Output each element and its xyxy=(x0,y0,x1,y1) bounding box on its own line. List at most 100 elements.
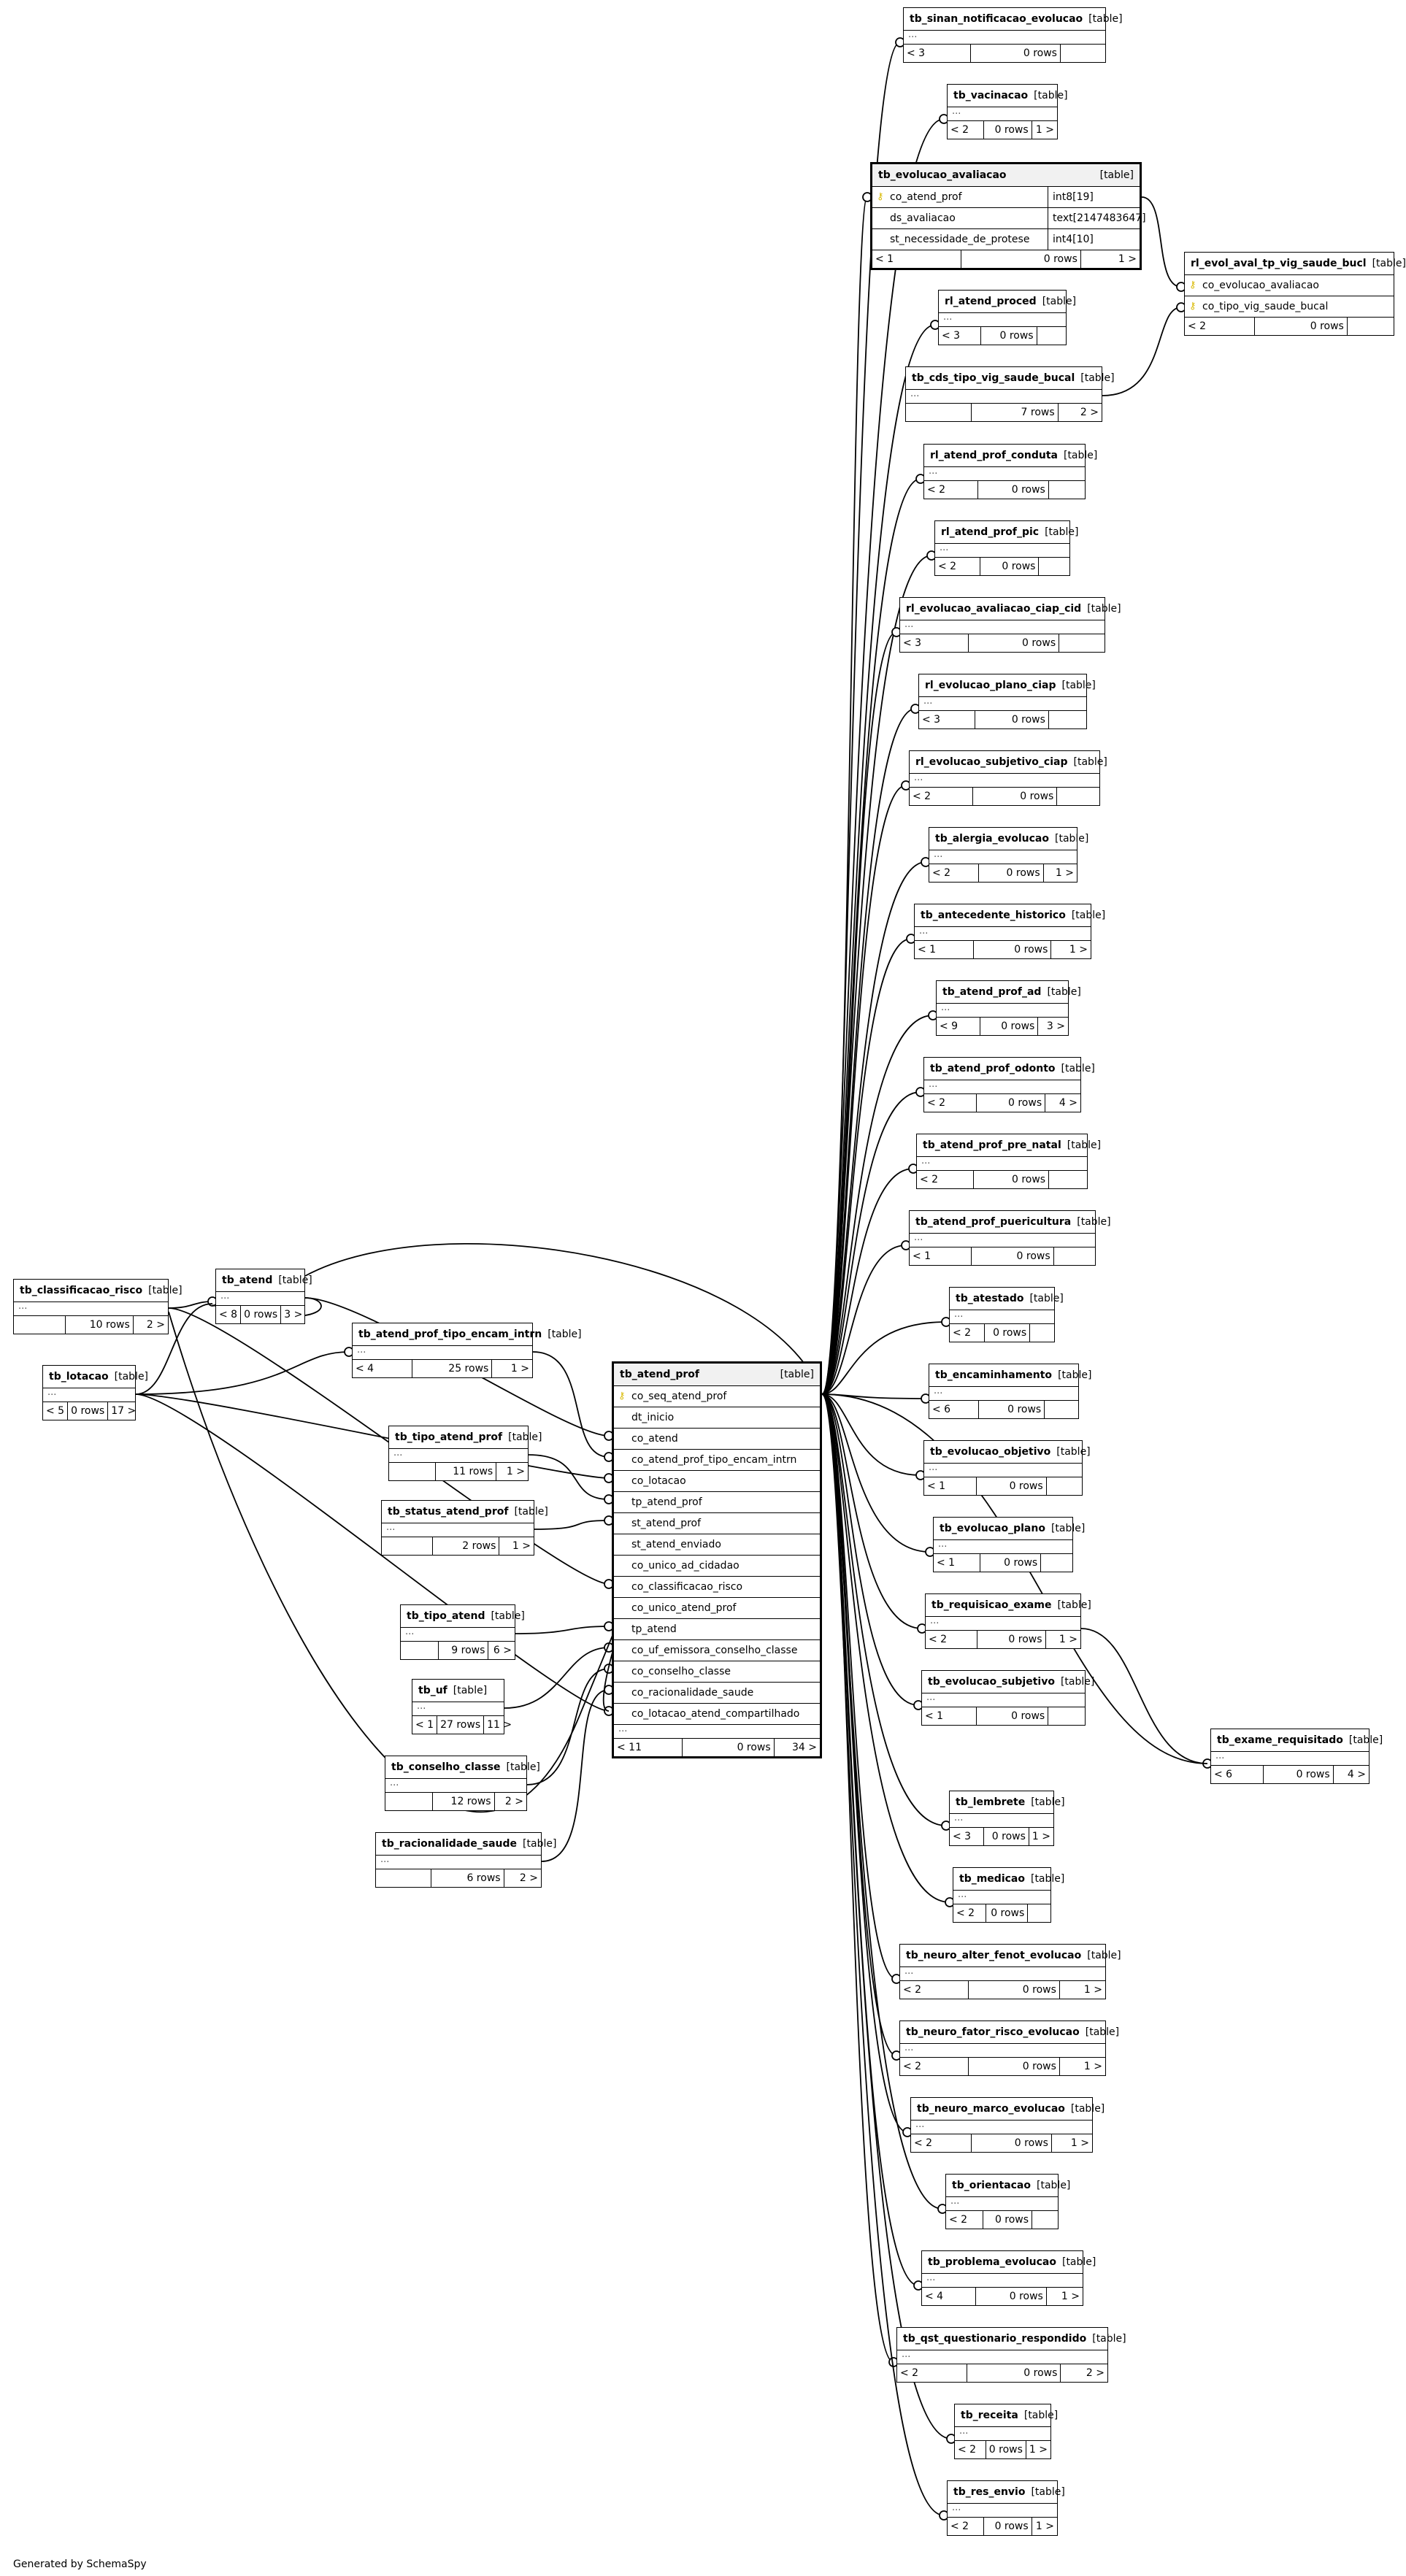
column-co-evolucao-avaliacao[interactable]: ⚷co_evolucao_avaliacao xyxy=(1185,275,1394,296)
table-name: tb_evolucao_plano xyxy=(940,1523,1045,1534)
table-tb-evolucao-avaliacao[interactable]: tb_evolucao_avaliacao[table]⚷co_atend_pr… xyxy=(870,162,1146,270)
table-header: tb_neuro_marco_evolucao[table] xyxy=(911,2098,1105,2121)
column-co-uf-emissora-conselho-classe[interactable]: co_uf_emissora_conselho_classe xyxy=(614,1640,820,1661)
table-name: tb_encaminhamento xyxy=(935,1369,1053,1381)
table-name: rl_evol_aval_tp_vig_saude_bucl xyxy=(1191,258,1367,269)
table-type-label: [table] xyxy=(1031,2486,1065,2498)
table-tb-qst-questionario-respondido[interactable]: tb_qst_questionario_respondido[table]...… xyxy=(896,2327,1126,2383)
column-co-seq-atend-prof[interactable]: ⚷co_seq_atend_prof xyxy=(614,1386,820,1407)
column-co-atend-prof-tipo-encam-intrn[interactable]: co_atend_prof_tipo_encam_intrn xyxy=(614,1450,820,1471)
row-count: 0 rows xyxy=(977,1477,1047,1495)
table-tb-cds-tipo-vig-saude-bucal[interactable]: tb_cds_tipo_vig_saude_bucal[table]...7 r… xyxy=(905,366,1115,422)
table-tb-neuro-fator-risco-evolucao[interactable]: tb_neuro_fator_risco_evolucao[table]...<… xyxy=(899,2021,1119,2076)
table-name: tb_receita xyxy=(961,2410,1018,2421)
parent-count: < 5 xyxy=(43,1402,69,1420)
column-co-lotacao-atend-compartilhado[interactable]: co_lotacao_atend_compartilhado xyxy=(614,1704,820,1725)
table-tb-neuro-alter-fenot-evolucao[interactable]: tb_neuro_alter_fenot_evolucao[table]...<… xyxy=(899,1944,1121,1999)
column-co-racionalidade-saude[interactable]: co_racionalidade_saude xyxy=(614,1683,820,1704)
column-co-classificacao-risco[interactable]: co_classificacao_risco xyxy=(614,1577,820,1598)
table-ellipsis: ... xyxy=(955,2426,1050,2441)
table-ellipsis: ... xyxy=(915,926,1091,941)
parent-count: < 1 xyxy=(412,1716,438,1734)
column-co-lotacao[interactable]: co_lotacao xyxy=(614,1471,820,1492)
column-st-atend-enviado[interactable]: st_atend_enviado xyxy=(614,1534,820,1556)
table-rl-evolucao-avaliacao-ciap-cid[interactable]: rl_evolucao_avaliacao_ciap_cid[table]...… xyxy=(899,597,1121,653)
parent-count: < 3 xyxy=(904,45,972,62)
child-count: 1 > xyxy=(1032,1831,1050,1842)
column-st-atend-prof[interactable]: st_atend_prof xyxy=(614,1513,820,1534)
column-co-unico-atend-prof[interactable]: co_unico_atend_prof xyxy=(614,1598,820,1619)
column-co-unico-ad-cidadao[interactable]: co_unico_ad_cidadao xyxy=(614,1556,820,1577)
table-name: tb_tipo_atend_prof xyxy=(395,1431,503,1443)
relationship-line xyxy=(821,938,912,1395)
table-type-label: [table] xyxy=(1023,2410,1059,2421)
column-name: co_atend_prof xyxy=(890,191,962,203)
table-header: tb_alergia_evolucao[table] xyxy=(929,828,1088,850)
parent-count: < 1 xyxy=(934,1554,980,1572)
table-header: tb_atend_prof_puericultura[table] xyxy=(910,1211,1111,1234)
column-co-atend[interactable]: co_atend xyxy=(614,1429,820,1450)
column-co-conselho-classe[interactable]: co_conselho_classe xyxy=(614,1661,820,1683)
table-name: tb_classificacao_risco xyxy=(20,1285,143,1296)
table-name: tb_medicao xyxy=(959,1873,1025,1885)
column-tp-atend[interactable]: tp_atend xyxy=(614,1619,820,1640)
column-co-tipo-vig-saude-bucal[interactable]: ⚷co_tipo_vig_saude_bucal xyxy=(1185,296,1394,318)
table-header: tb_receita [table] xyxy=(955,2404,1058,2427)
table-type-label: [table] xyxy=(1061,1063,1095,1074)
parent-count: < 2 xyxy=(946,2211,984,2229)
column-dt-inicio[interactable]: dt_inicio xyxy=(614,1407,820,1429)
table-tb-atend-prof-tipo-encam-intrn[interactable]: tb_atend_prof_tipo_encam_intrn[table]...… xyxy=(352,1323,582,1378)
child-count xyxy=(1030,1324,1054,1342)
row-count: 0 rows xyxy=(978,481,1049,499)
table-ellipsis: ... xyxy=(934,1539,1072,1554)
relationship-line xyxy=(821,1393,947,1826)
table-type-label: [table] xyxy=(1057,1599,1091,1611)
table-tb-sinan-notificacao-evolucao[interactable]: tb_sinan_notificacao_evolucao[table]...<… xyxy=(903,7,1123,63)
row-count: 0 rows xyxy=(977,1094,1046,1112)
table-rl-evol-aval-tp-vig-saude-bucl[interactable]: rl_evol_aval_tp_vig_saude_bucl[table]⚷co… xyxy=(1184,252,1406,336)
column-tp-atend-prof[interactable]: tp_atend_prof xyxy=(614,1492,820,1513)
